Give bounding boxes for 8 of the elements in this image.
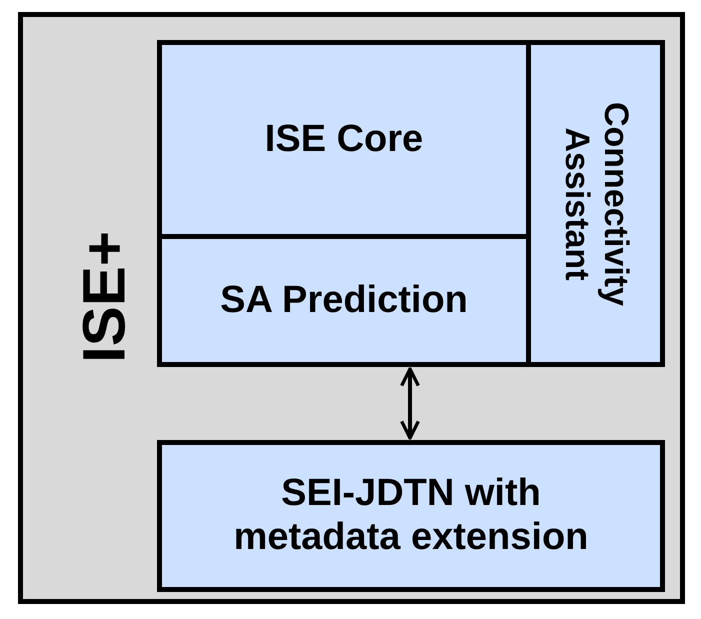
module-box xyxy=(157,440,665,592)
module-label: SA Prediction xyxy=(219,278,469,322)
module-label: ISE+ xyxy=(70,230,138,365)
container-box xyxy=(18,12,685,604)
arrow xyxy=(400,367,420,440)
module-label: Connectivity Assistant xyxy=(556,100,635,308)
module-label: ISE Core xyxy=(264,118,424,162)
module-label: SEI-JDTN with metadata extension xyxy=(232,472,590,560)
